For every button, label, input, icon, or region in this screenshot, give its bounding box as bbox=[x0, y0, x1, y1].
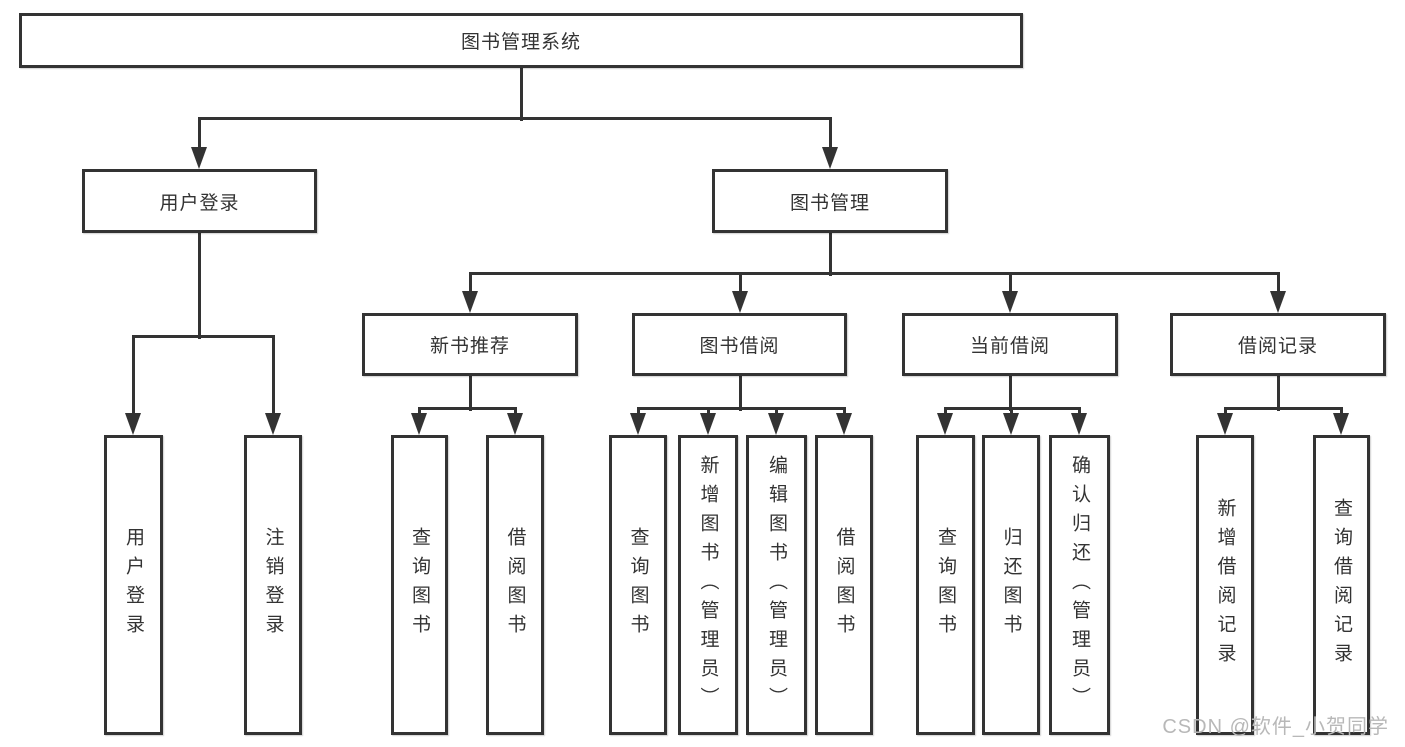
connector-line bbox=[468, 273, 472, 293]
leaf-return-books: 归还图书 bbox=[982, 435, 1040, 735]
connector-arrowhead bbox=[1217, 413, 1233, 435]
connector-line bbox=[1276, 273, 1280, 293]
connector-arrowhead bbox=[836, 413, 852, 435]
connector-line bbox=[738, 273, 742, 293]
node-current-borrow: 当前借阅 bbox=[902, 313, 1118, 376]
connector-line bbox=[943, 408, 947, 415]
leaf-borrow-books-2-label: 借阅图书 bbox=[833, 527, 855, 643]
connector-line bbox=[131, 334, 275, 338]
leaf-confirm-return-admin-label: 确认归还（管理员） bbox=[1069, 454, 1090, 716]
connector-line bbox=[636, 406, 846, 410]
leaf-add-books-admin-label: 新增图书（管理员） bbox=[697, 454, 719, 716]
connector-arrowhead bbox=[507, 413, 523, 435]
connector-line bbox=[513, 408, 517, 415]
connector-line bbox=[774, 408, 778, 415]
node-current-borrow-label: 当前借阅 bbox=[969, 336, 1050, 357]
leaf-query-books-3: 查询图书 bbox=[916, 435, 975, 735]
node-book-borrow: 图书借阅 bbox=[632, 313, 847, 376]
leaf-edit-books-admin: 编辑图书（管理员） bbox=[746, 435, 807, 735]
connector-line bbox=[1339, 408, 1343, 415]
connector-arrowhead bbox=[937, 413, 953, 435]
connector-line bbox=[417, 406, 517, 410]
node-borrow-records: 借阅记录 bbox=[1170, 313, 1386, 376]
connector-line bbox=[636, 408, 640, 415]
leaf-add-borrow-record-label: 新增借阅记录 bbox=[1214, 498, 1236, 672]
connector-arrowhead bbox=[732, 291, 748, 313]
connector-line bbox=[468, 271, 1280, 275]
leaf-add-borrow-record: 新增借阅记录 bbox=[1196, 435, 1254, 735]
leaf-borrow-books-1: 借阅图书 bbox=[486, 435, 544, 735]
node-borrow-records-label: 借阅记录 bbox=[1237, 336, 1318, 357]
connector-line bbox=[131, 336, 135, 415]
connector-line bbox=[842, 408, 846, 415]
connector-line bbox=[1077, 408, 1081, 415]
node-new-book-recommend: 新书推荐 bbox=[362, 313, 578, 376]
connector-arrowhead bbox=[630, 413, 646, 435]
leaf-query-books-1: 查询图书 bbox=[391, 435, 448, 735]
connector-arrowhead bbox=[411, 413, 427, 435]
leaf-query-books-1-label: 查询图书 bbox=[409, 527, 430, 643]
node-user-login: 用户登录 bbox=[82, 169, 317, 233]
connector-arrowhead bbox=[125, 413, 141, 435]
leaf-borrow-books-2: 借阅图书 bbox=[815, 435, 873, 735]
connector-line bbox=[1008, 273, 1012, 293]
connector-arrowhead bbox=[191, 147, 207, 169]
connector-arrowhead bbox=[1003, 413, 1019, 435]
leaf-edit-books-admin-label: 编辑图书（管理员） bbox=[766, 454, 787, 716]
connector-arrowhead bbox=[265, 413, 281, 435]
connector-line bbox=[828, 233, 832, 276]
connector-arrowhead bbox=[768, 413, 784, 435]
connector-arrowhead bbox=[1071, 413, 1087, 435]
connector-line bbox=[271, 336, 275, 415]
connector-line bbox=[1008, 376, 1012, 411]
leaf-logout-label: 注销登录 bbox=[262, 527, 284, 643]
leaf-return-books-label: 归还图书 bbox=[1000, 527, 1022, 643]
connector-arrowhead bbox=[462, 291, 478, 313]
node-new-book-recommend-label: 新书推荐 bbox=[429, 336, 510, 357]
connector-line bbox=[519, 68, 523, 121]
leaf-query-books-3-label: 查询图书 bbox=[935, 527, 956, 643]
node-user-login-label: 用户登录 bbox=[159, 192, 240, 214]
leaf-user-login: 用户登录 bbox=[104, 435, 163, 735]
connector-line bbox=[197, 116, 832, 120]
connector-line bbox=[1009, 408, 1013, 415]
node-book-management: 图书管理 bbox=[712, 169, 948, 233]
leaf-query-borrow-record-label: 查询借阅记录 bbox=[1331, 498, 1352, 672]
connector-arrowhead bbox=[1333, 413, 1349, 435]
connector-arrowhead bbox=[1270, 291, 1286, 313]
node-root: 图书管理系统 bbox=[19, 13, 1023, 68]
node-book-management-label: 图书管理 bbox=[789, 192, 870, 214]
leaf-logout: 注销登录 bbox=[244, 435, 302, 735]
leaf-borrow-books-1-label: 借阅图书 bbox=[504, 527, 526, 643]
csdn-watermark: CSDN @软件_小贺同学 bbox=[1162, 716, 1389, 738]
connector-line bbox=[468, 376, 472, 411]
connector-line bbox=[1276, 376, 1280, 411]
connector-line bbox=[1223, 406, 1343, 410]
leaf-user-login-label: 用户登录 bbox=[123, 527, 144, 643]
connector-line bbox=[828, 118, 832, 149]
connector-line bbox=[1223, 408, 1227, 415]
leaf-query-books-2-label: 查询图书 bbox=[627, 527, 649, 643]
leaf-confirm-return-admin: 确认归还（管理员） bbox=[1049, 435, 1110, 735]
connector-line bbox=[706, 408, 710, 415]
leaf-add-books-admin: 新增图书（管理员） bbox=[678, 435, 738, 735]
connector-arrowhead bbox=[822, 147, 838, 169]
connector-line bbox=[197, 233, 201, 339]
leaf-query-borrow-record: 查询借阅记录 bbox=[1313, 435, 1370, 735]
leaf-query-books-2: 查询图书 bbox=[609, 435, 667, 735]
connector-arrowhead bbox=[1002, 291, 1018, 313]
connector-line bbox=[197, 118, 201, 149]
connector-arrowhead bbox=[700, 413, 716, 435]
connector-line bbox=[417, 408, 421, 415]
node-book-borrow-label: 图书借阅 bbox=[699, 336, 780, 357]
node-root-label: 图书管理系统 bbox=[460, 32, 581, 53]
connector-line bbox=[738, 376, 742, 411]
